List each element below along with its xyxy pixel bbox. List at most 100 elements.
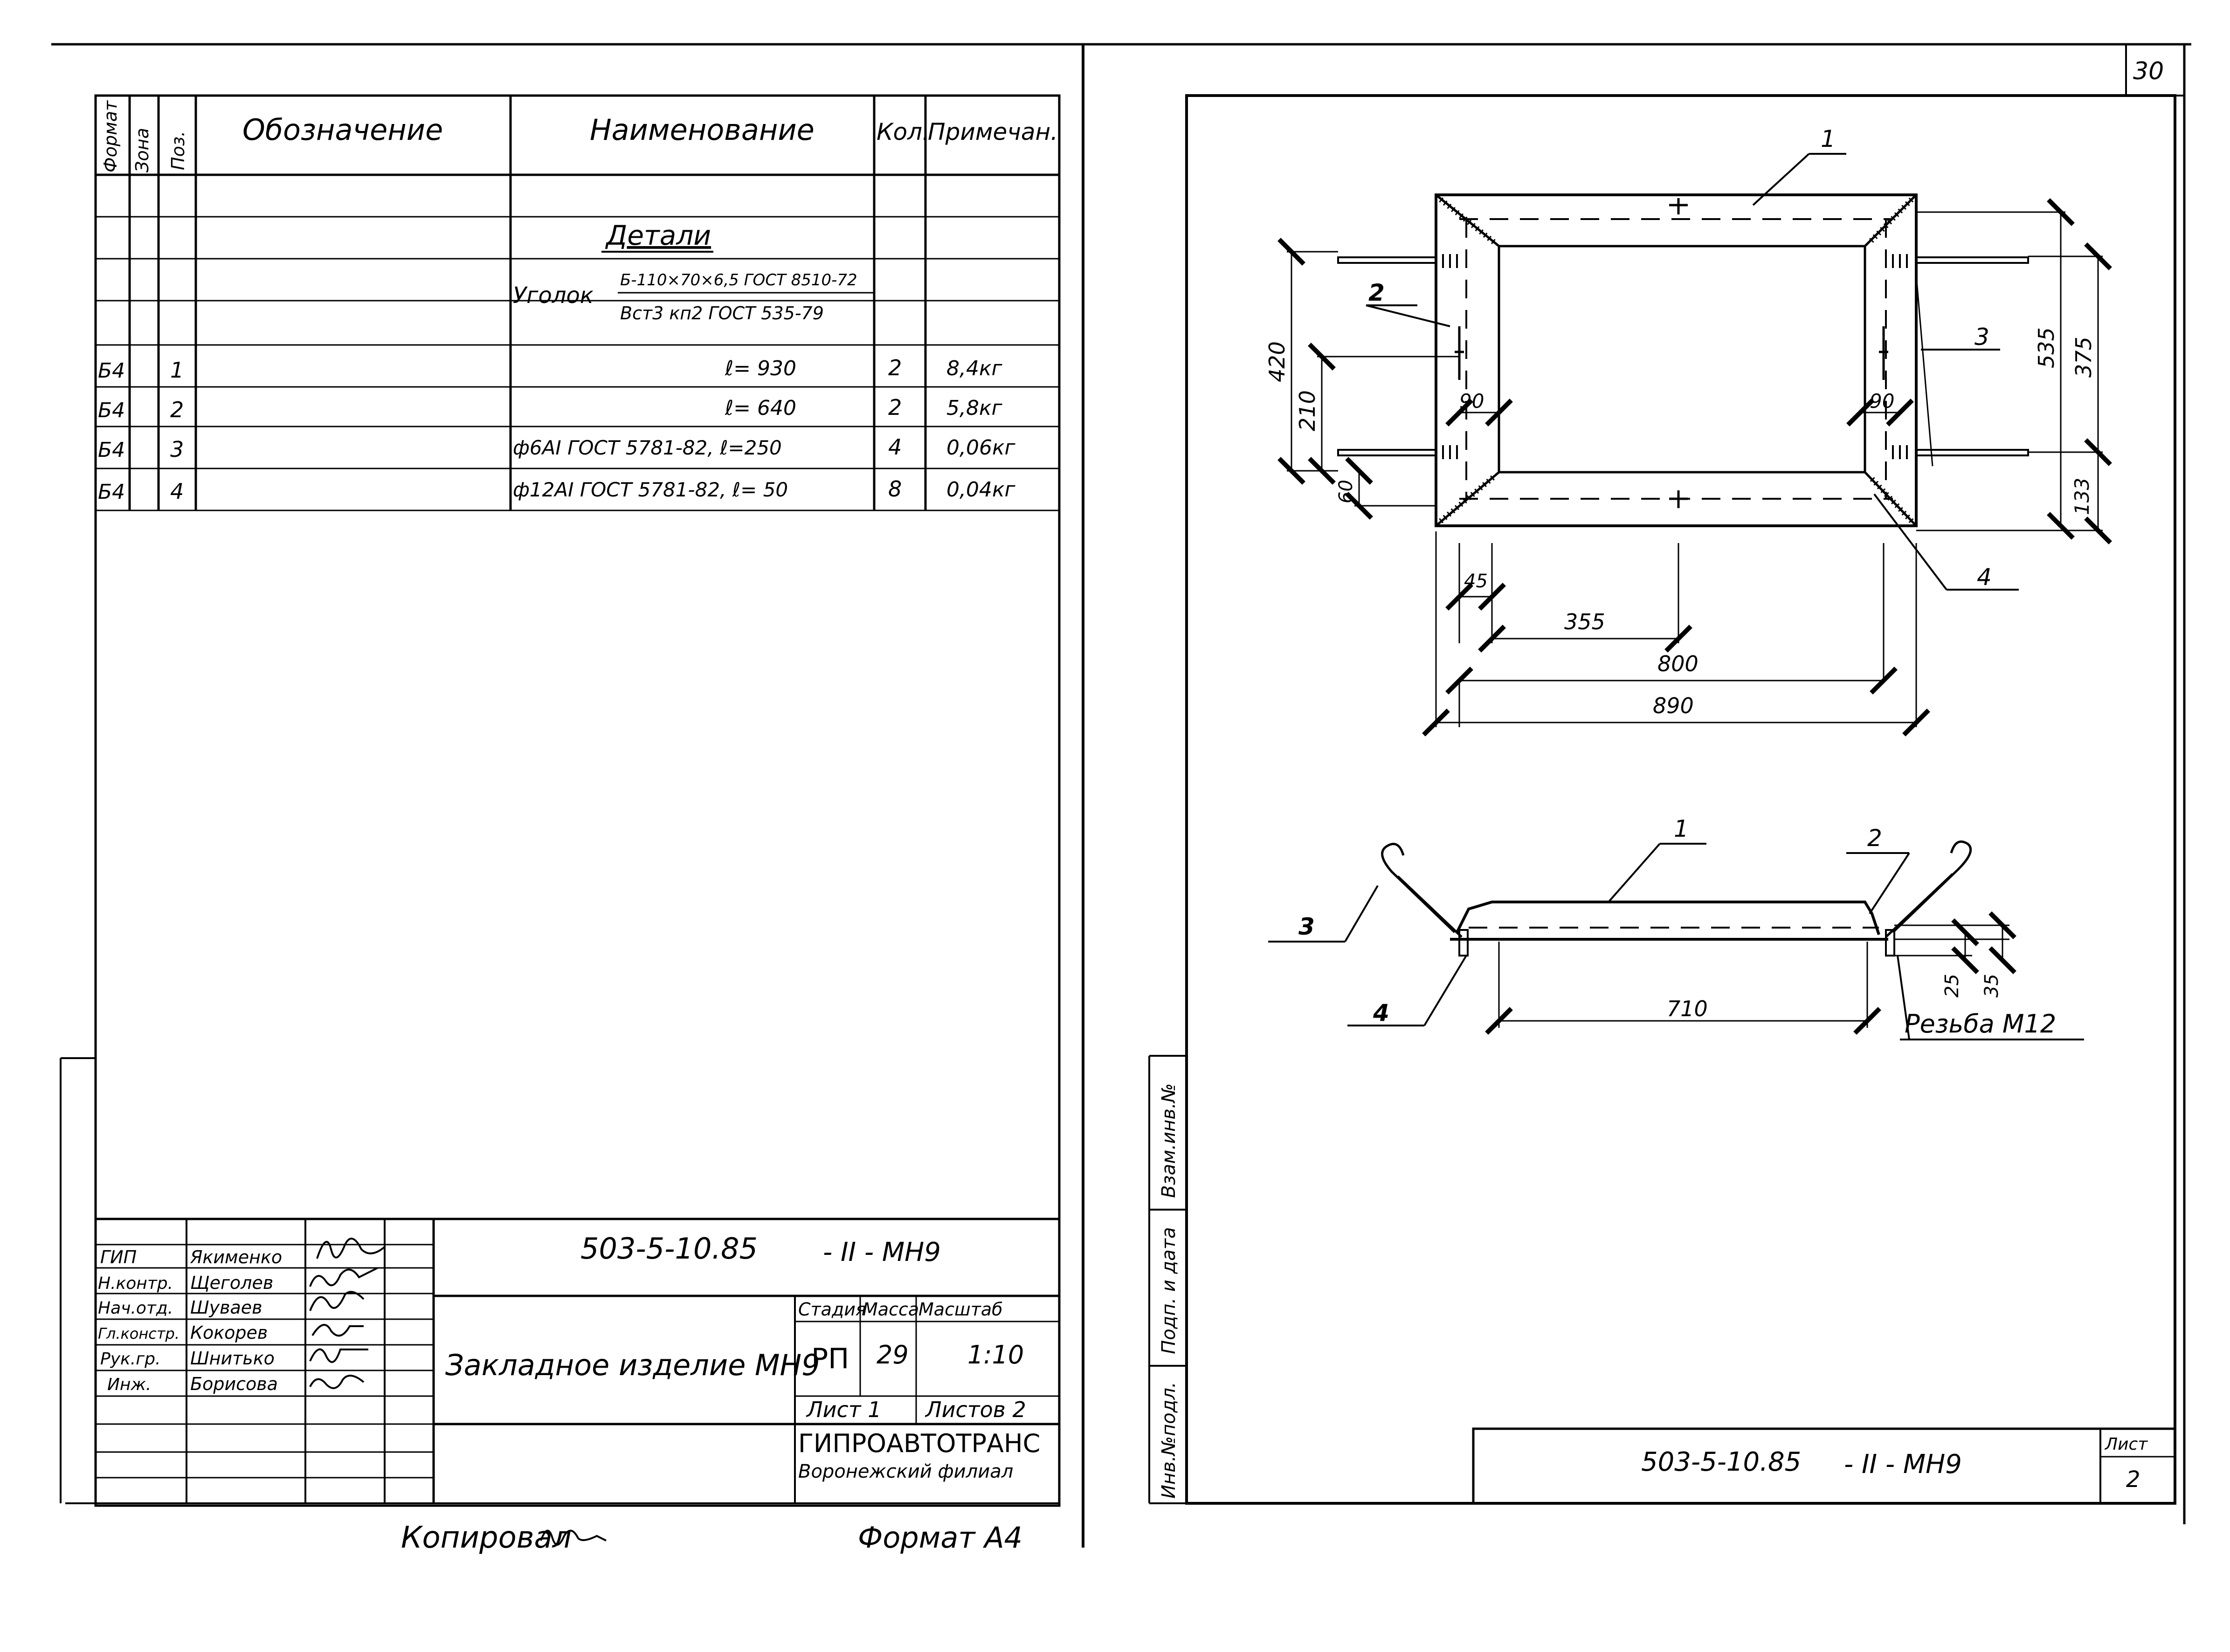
format-label: Формат А4: [858, 1521, 1022, 1555]
dim-90-left: 90: [1459, 390, 1484, 413]
staff-name: Шуваев: [190, 1297, 262, 1318]
signatures: [309, 1238, 386, 1389]
dim-210: 210: [1295, 390, 1320, 431]
dim-420: 420: [1264, 341, 1290, 382]
callout-2: 2: [1368, 279, 1385, 306]
branch-name: Воронежский филиал: [798, 1461, 1013, 1482]
row-name: ℓ= 930: [725, 357, 796, 380]
dim-35: 35: [1981, 974, 2002, 998]
table-row: Б4 4 ф12АI ГОСТ 5781-82, ℓ= 50 8 0,04кг: [98, 476, 1016, 504]
staff-name: Щеголев: [190, 1273, 273, 1293]
org-name: ГИПРОАВТОТРАНС: [798, 1429, 1040, 1458]
row-qty: 2: [888, 395, 902, 420]
row-note: 0,04кг: [946, 478, 1016, 502]
title-block: [96, 1218, 1059, 1503]
sheet-frame: [51, 43, 2191, 1548]
section-view: [1268, 840, 2084, 1040]
dim-133: 133: [2071, 478, 2093, 515]
doc-suffix: - II - МН9: [823, 1237, 941, 1267]
thread-label: Резьба М12: [1905, 1009, 2056, 1039]
stage-label: Стадия: [798, 1299, 866, 1320]
row-pos: 2: [170, 397, 184, 422]
col-name-header: Наименование: [590, 113, 815, 147]
row-qty: 4: [888, 434, 902, 460]
col-qty-header: Кол.: [877, 118, 930, 145]
row-pos: 3: [170, 437, 184, 462]
material-name: Уголок: [513, 282, 594, 309]
spec-table: [94, 94, 1061, 1507]
staff-name: Кокорев: [190, 1322, 268, 1343]
callout-3: 3: [1975, 324, 1989, 351]
scale-value: 1:10: [967, 1340, 1024, 1370]
section-callout-1: 1: [1674, 815, 1689, 842]
bottom-sheet-label: Лист: [2104, 1435, 2148, 1454]
row-pos: 1: [170, 358, 184, 383]
staff-name: Борисова: [190, 1374, 278, 1394]
binding-marks: [60, 1057, 1059, 1504]
stage-value: РП: [811, 1342, 849, 1375]
dim-375: 375: [2071, 337, 2096, 378]
mass-label: Масса: [863, 1299, 919, 1320]
row-format: Б4: [98, 480, 125, 504]
bottom-sheet-number: 2: [2126, 1466, 2140, 1493]
row-qty: 8: [888, 476, 902, 502]
callout-1: 1: [1821, 125, 1836, 152]
row-format: Б4: [98, 438, 125, 462]
spec-rows: Б4 1 ℓ= 930 2 8,4кг Б4 2 ℓ= 640 2 5,8кг …: [98, 355, 1016, 504]
mass-value: 29: [877, 1340, 909, 1370]
staff-role: Н.контр.: [98, 1274, 173, 1293]
row-pos: 4: [170, 479, 184, 504]
dim-45: 45: [1464, 571, 1488, 592]
staff-role: Гл.констр.: [98, 1325, 180, 1342]
row-note: 0,06кг: [946, 436, 1016, 460]
staff-list: ГИП Якименко Н.контр. Щеголев Нач.отд. Ш…: [98, 1247, 282, 1394]
staff-role: Рук.гр.: [100, 1349, 160, 1369]
row-name: ф12АI ГОСТ 5781-82, ℓ= 50: [513, 478, 788, 501]
dim-710: 710: [1667, 996, 1708, 1021]
row-name: ф6АI ГОСТ 5781-82, ℓ=250: [513, 436, 782, 459]
plan-dimensions: 420 210 60 90 90 535 375 133 45 355 800 …: [1264, 125, 2096, 718]
section-callout-2: 2: [1867, 825, 1882, 852]
col-note-header: Примечан.: [928, 118, 1058, 145]
sheet-label: Лист 1: [806, 1397, 881, 1422]
col-zone-header: Зона: [132, 128, 152, 172]
dim-60: 60: [1335, 480, 1357, 503]
col-pos-header: Поз.: [168, 131, 188, 170]
plan-view: [1277, 153, 2112, 737]
callout-4: 4: [1977, 564, 1992, 591]
scale-label: Масштаб: [918, 1299, 1003, 1320]
dim-535: 535: [2034, 327, 2059, 368]
staff-name: Шнитько: [190, 1348, 275, 1369]
dim-25: 25: [1941, 974, 1963, 998]
doc-code: 503-5-10.85: [580, 1232, 758, 1266]
section-callout-4: 4: [1373, 999, 1389, 1026]
copier-signature: [540, 1529, 607, 1546]
dim-890: 890: [1653, 693, 1694, 718]
dim-355: 355: [1564, 609, 1605, 634]
side-label-inv: Инв.№подл.: [1158, 1382, 1180, 1499]
section-title: Детали: [605, 220, 711, 251]
section-labels: 710 25 35 1 2 3 4 Резьба М12: [1298, 815, 2056, 1039]
table-row: Б4 3 ф6АI ГОСТ 5781-82, ℓ=250 4 0,06кг: [98, 434, 1016, 462]
staff-name: Якименко: [190, 1247, 282, 1267]
material-line1: Б-110×70×6,5 ГОСТ 8510-72: [620, 271, 857, 289]
drawing-title: Закладное изделие МН9: [445, 1348, 820, 1382]
bottom-doc-code: 503-5-10.85: [1641, 1447, 1801, 1477]
dim-800: 800: [1657, 651, 1698, 676]
staff-role: Инж.: [107, 1375, 151, 1394]
sheets-label: Листов 2: [925, 1397, 1026, 1422]
sheet-number: 30: [2133, 57, 2164, 85]
material-line2: Вст3 кп2 ГОСТ 535-79: [620, 303, 824, 324]
section-callout-3: 3: [1298, 913, 1315, 940]
table-row: Б4 1 ℓ= 930 2 8,4кг: [98, 355, 1003, 383]
row-qty: 2: [888, 355, 902, 380]
row-name: ℓ= 640: [725, 396, 796, 420]
right-frame: [1148, 94, 2176, 1505]
row-format: Б4: [98, 399, 125, 422]
side-label-replace: Взам.инв.№: [1158, 1083, 1180, 1198]
dim-90-right: 90: [1870, 390, 1894, 413]
copied-label: Копировал: [401, 1521, 572, 1555]
side-label-sign: Подп. и дата: [1158, 1227, 1180, 1354]
row-format: Б4: [98, 359, 125, 383]
